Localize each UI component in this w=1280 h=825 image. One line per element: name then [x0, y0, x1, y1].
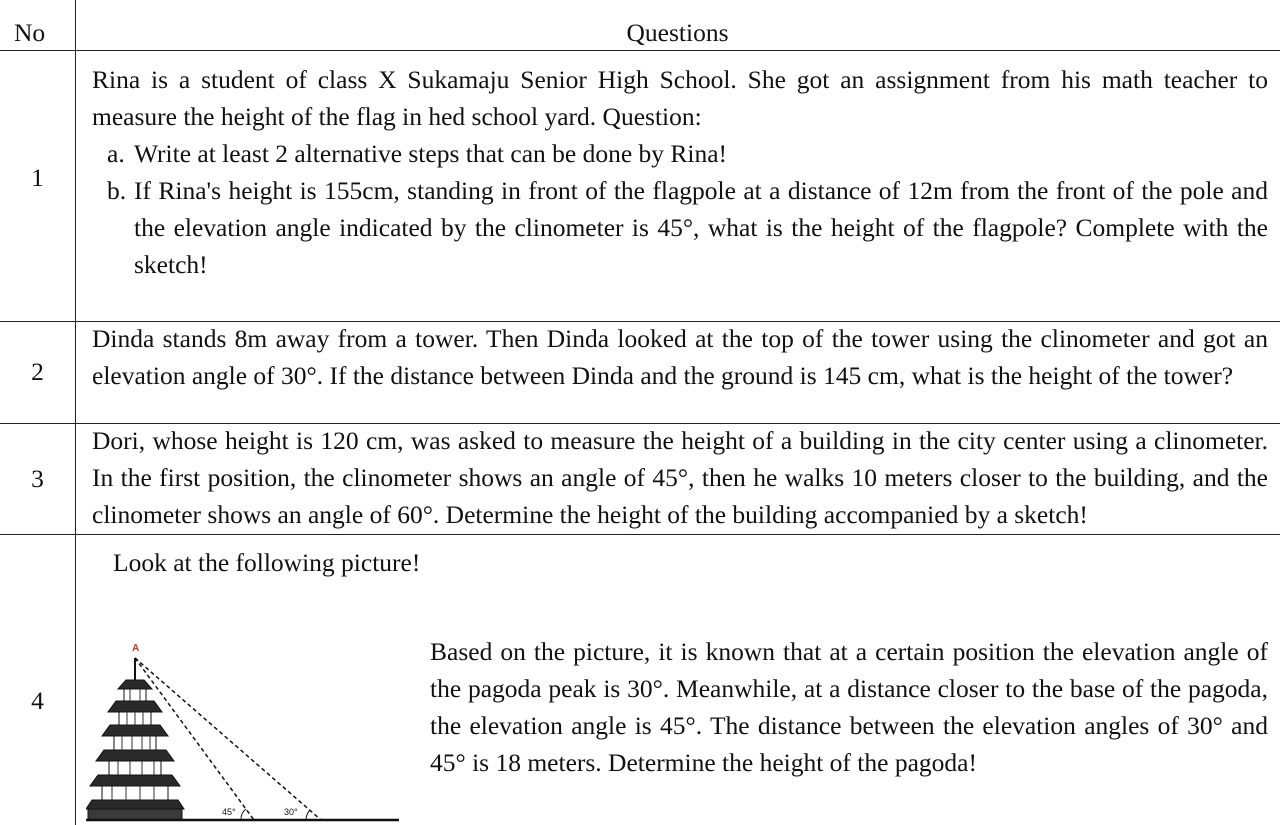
question-3: Dori, whose height is 120 cm, was asked … — [92, 426, 1268, 529]
label-angle-45: 45° — [222, 807, 236, 817]
row-number: 1 — [31, 163, 44, 192]
item-text: If Rina's height is 155cm, standing in f… — [134, 176, 1268, 279]
header-no: No — [14, 18, 46, 47]
row-divider — [0, 534, 1280, 535]
angle-arc-45 — [240, 808, 247, 821]
row-number: 4 — [31, 686, 44, 715]
row-divider — [0, 321, 1280, 322]
question-1-item-b: b. If Rina's height is 155cm, standing i… — [92, 172, 1268, 283]
row-divider — [0, 423, 1280, 424]
pagoda-windows — [111, 689, 155, 800]
item-label: b. — [107, 176, 127, 205]
pagoda-drawing — [86, 658, 185, 821]
item-text: Write at least 2 alternative steps that … — [134, 139, 728, 168]
item-label: a. — [107, 139, 125, 168]
question-1: Rina is a student of class X Sukamaju Se… — [92, 61, 1268, 283]
sight-line-45 — [134, 657, 255, 821]
row-divider — [0, 50, 1280, 51]
row-number: 3 — [31, 464, 44, 493]
pagoda-figure: A C D B 45° 30° 18m — [86, 643, 399, 822]
sight-line-30 — [134, 657, 322, 821]
column-divider — [75, 0, 76, 825]
label-point-a: A — [132, 643, 139, 654]
label-angle-30: 30° — [284, 807, 298, 817]
question-1-item-a: a. Write at least 2 alternative steps th… — [92, 135, 1268, 172]
question-4-text: Based on the picture, it is known that a… — [430, 637, 1268, 777]
row-number: 2 — [31, 357, 44, 386]
header-questions: Questions — [626, 18, 729, 47]
question-4-intro: Look at the following picture! — [113, 548, 421, 577]
angle-arc-30 — [305, 809, 311, 821]
question-1-intro: Rina is a student of class X Sukamaju Se… — [92, 65, 1268, 131]
question-2: Dinda stands 8m away from a tower. Then … — [92, 324, 1268, 390]
